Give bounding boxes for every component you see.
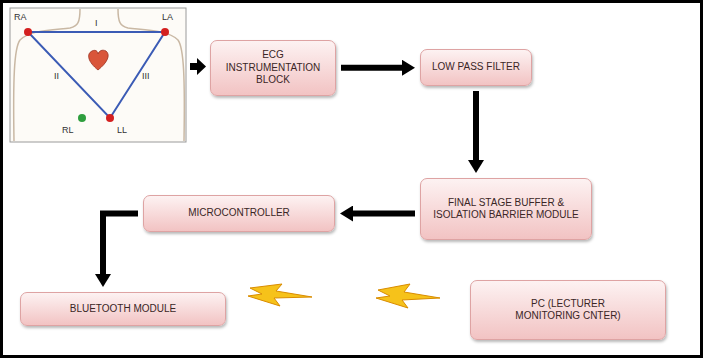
electrode-label: III xyxy=(142,72,150,81)
box-label: BLUETOOTH MODULE xyxy=(70,303,177,316)
ground-electrode-dot xyxy=(78,114,86,122)
electrode-dot xyxy=(24,28,32,36)
electrode-label: II xyxy=(54,72,59,81)
electrode-label: LA xyxy=(162,13,173,22)
wireless-bolt xyxy=(248,284,312,306)
box-label: PC (LECTURER MONITORING CNTER) xyxy=(507,298,629,323)
flow-arrow xyxy=(103,214,138,275)
electrode-label: LL xyxy=(117,126,127,135)
box-label: FINAL STAGE BUFFER & ISOLATION BARRIER M… xyxy=(431,197,581,222)
box-label: ECG INSTRUMENTATION BLOCK xyxy=(216,49,330,87)
flow-arrow xyxy=(341,65,402,71)
heart-symbol xyxy=(89,50,109,70)
electrode-label: RA xyxy=(14,13,27,22)
process-box: ECG INSTRUMENTATION BLOCK xyxy=(210,40,336,96)
electrode-label: I xyxy=(95,19,98,28)
electrode-dot xyxy=(161,28,169,36)
illustration-frame xyxy=(10,8,186,142)
body-illustration xyxy=(10,8,186,142)
process-box: MICROCONTROLLER xyxy=(143,195,335,232)
box-label: LOW PASS FILTER xyxy=(432,61,520,74)
process-box: PC (LECTURER MONITORING CNTER) xyxy=(470,280,666,340)
arrow-head xyxy=(197,58,206,75)
arrow-shaft xyxy=(190,63,198,70)
process-box: BLUETOOTH MODULE xyxy=(20,292,226,326)
box-label: MICROCONTROLLER xyxy=(188,207,290,220)
electrode-label: RL xyxy=(62,126,74,135)
electrode-dot xyxy=(106,114,114,122)
process-box: LOW PASS FILTER xyxy=(420,49,532,86)
einthoven-triangle xyxy=(28,32,165,118)
wireless-bolt xyxy=(376,284,440,308)
flow-arrow xyxy=(353,211,415,217)
process-box: FINAL STAGE BUFFER & ISOLATION BARRIER M… xyxy=(420,178,592,240)
flow-arrow xyxy=(473,91,479,160)
input-arrow xyxy=(190,58,206,75)
torso-outline xyxy=(14,9,185,141)
